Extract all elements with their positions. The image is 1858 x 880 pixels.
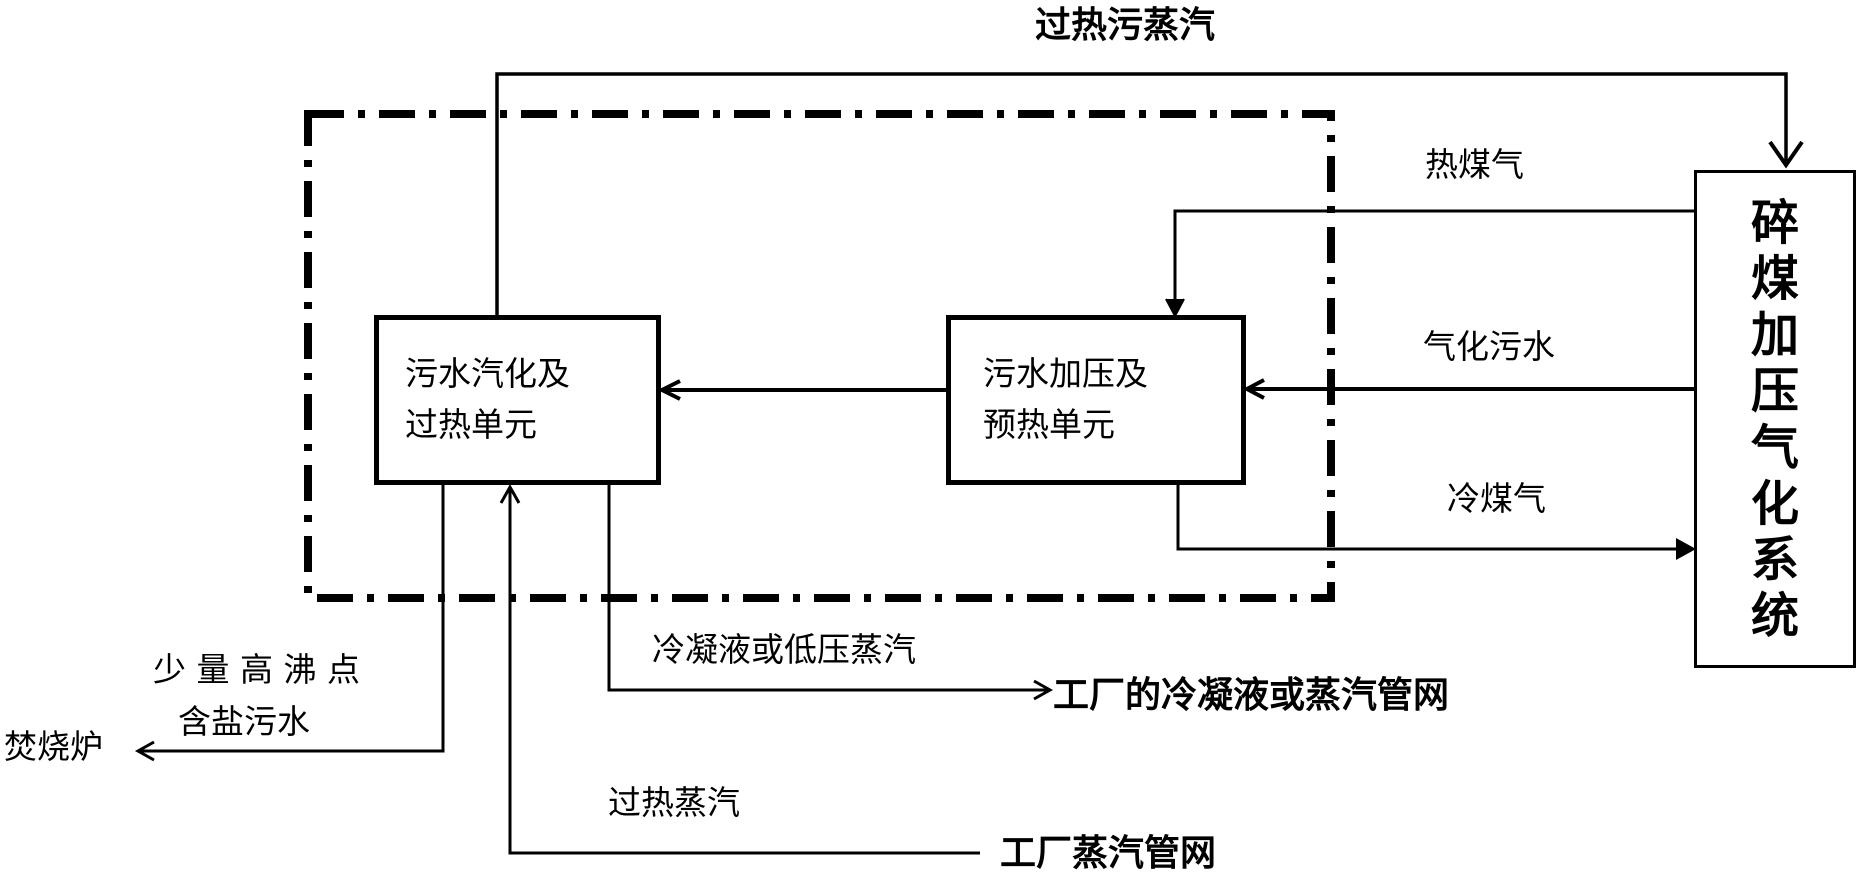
condensate-line (607, 485, 1048, 692)
gasifier-char: 系 (1750, 531, 1799, 588)
vaporization-superheating-unit: 污水汽化及 过热单元 (374, 315, 661, 485)
gasifier-char: 化 (1750, 475, 1799, 532)
salty-wastewater-arrow (134, 740, 155, 762)
salty-wastewater-label: 含盐污水 (178, 702, 310, 741)
superheated-waste-steam-line (495, 72, 1788, 315)
salty-wastewater-line (140, 485, 445, 753)
plant-steam-network-label: 工厂蒸汽管网 (1000, 833, 1217, 874)
gasifier-label: 碎 煤 加 压 气 化 系 统 (1697, 195, 1853, 644)
pressurization-unit-line1: 污水加压及 (983, 354, 1148, 393)
unit-boundary (304, 110, 1335, 602)
hot-gas-line (1173, 209, 1696, 315)
hot-gas-arrow (1165, 298, 1185, 319)
gasifier-char: 煤 (1750, 251, 1799, 308)
incinerator-label: 焚烧炉 (4, 727, 103, 766)
cold-gas-arrow (1676, 538, 1696, 560)
gasifier-char: 气 (1750, 419, 1799, 476)
vaporization-unit-line2: 过热单元 (405, 405, 537, 445)
transfer-arrow (657, 379, 681, 401)
pressurization-preheating-unit: 污水加压及 预热单元 (946, 315, 1246, 485)
cold-gas-label: 冷煤气 (1447, 479, 1546, 518)
vaporization-unit-line1: 污水汽化及 (405, 354, 570, 393)
condensate-lp-steam-label: 冷凝液或低压蒸汽 (652, 630, 916, 669)
superheated-steam-line (508, 488, 980, 855)
cold-gas-line (1176, 485, 1680, 551)
superheated-waste-steam-arrow (1768, 140, 1804, 169)
gasifier-char: 碎 (1750, 195, 1799, 251)
plant-condensate-network-label: 工厂的冷凝液或蒸汽管网 (1053, 675, 1450, 716)
gasifier-char: 加 (1750, 307, 1799, 364)
wastewater-arrow (1242, 378, 1265, 400)
crushed-coal-gasification-system: 碎 煤 加 压 气 化 系 统 (1694, 170, 1856, 668)
condensate-arrow (1033, 679, 1054, 701)
hot-gas-label: 热煤气 (1425, 145, 1524, 184)
superheated-waste-steam-label: 过热污蒸汽 (1035, 5, 1216, 46)
gasifier-char: 统 (1750, 588, 1799, 645)
pressurization-unit-line2: 预热单元 (983, 405, 1115, 445)
gasification-wastewater-label: 气化污水 (1423, 327, 1555, 366)
superheated-steam-label: 过热蒸汽 (608, 783, 740, 822)
high-boiling-label: 少 量 高 沸 点 (153, 650, 360, 689)
gasifier-char: 压 (1750, 363, 1799, 420)
superheated-steam-arrow (499, 483, 521, 504)
